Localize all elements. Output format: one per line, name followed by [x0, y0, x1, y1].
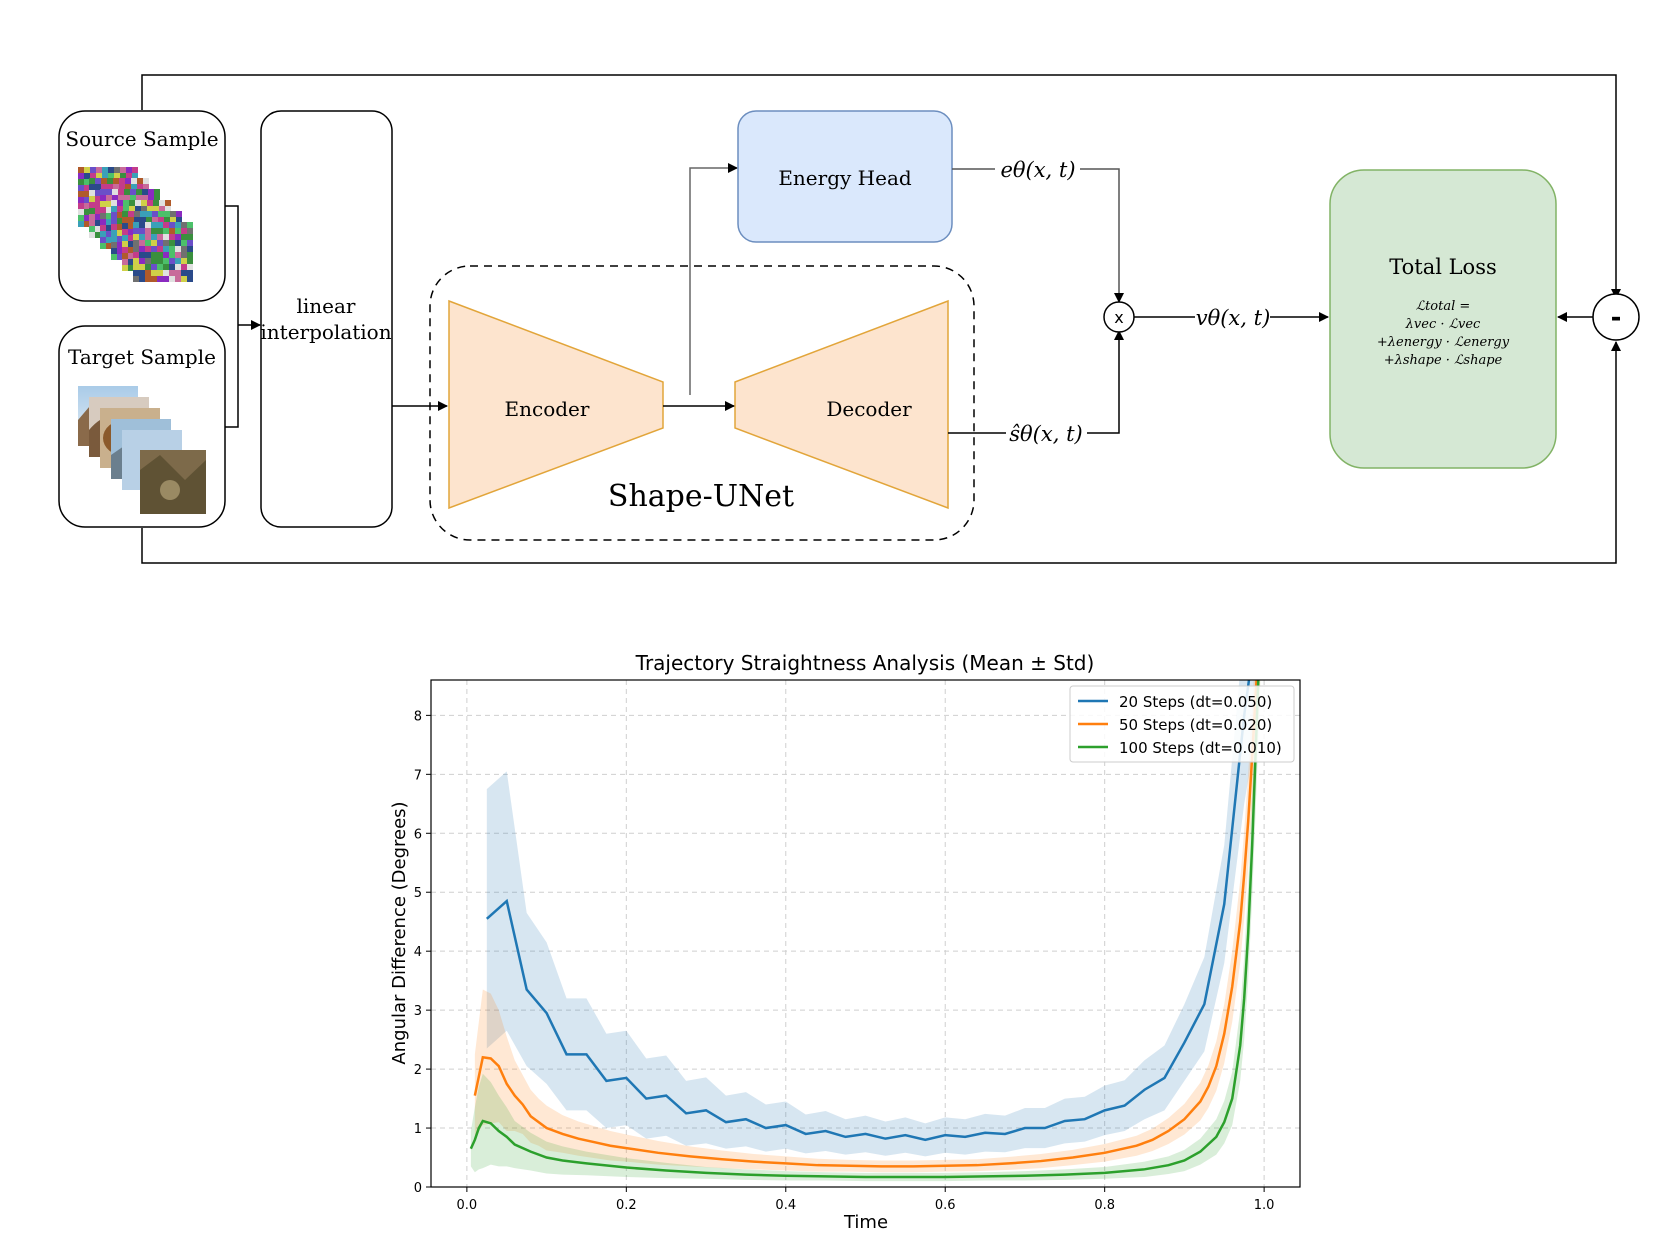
noise-image-stack	[78, 167, 193, 282]
loss-eq-line2: λvec · ℒvec	[1405, 317, 1481, 332]
x-tick-label: 0.0	[457, 1198, 478, 1213]
std-band-50	[474, 680, 1261, 1173]
velocity-label: vθ(x, t)	[1196, 306, 1271, 330]
std-bands	[470, 680, 1261, 1182]
encoder-label: Encoder	[505, 397, 590, 421]
feedback-loop-lines	[141, 74, 1621, 564]
mean-line-100	[469, 680, 1260, 1179]
mean-line-50	[473, 680, 1258, 1168]
legend-box	[1069, 685, 1295, 763]
y-axis-label: Angular Difference (Degrees)	[389, 801, 410, 1064]
shape-unet-frame	[429, 265, 975, 541]
y-tick-label: 1	[414, 1122, 422, 1137]
photo-image-stack	[78, 386, 206, 514]
decoder-label: Decoder	[826, 397, 912, 421]
y-tick-label: 8	[414, 709, 422, 724]
encoder-block	[448, 299, 664, 510]
multiply-symbol: x	[1114, 308, 1123, 327]
decoder-block	[734, 299, 949, 510]
minus-symbol: -	[1611, 303, 1622, 333]
x-axis-label: Time	[843, 1212, 888, 1233]
x-tick-label: 1.0	[1254, 1198, 1275, 1213]
mean-line-20	[485, 680, 1251, 1142]
energy-head-box	[737, 110, 953, 243]
architecture-diagram: Source Sample Target Sample linear inter…	[58, 74, 1640, 564]
shape-output-lines	[948, 330, 1124, 434]
y-tick-label: 6	[414, 827, 422, 842]
plot-frame	[430, 679, 1301, 1188]
energy-output-lines	[952, 168, 1124, 303]
loss-eq-line1: ℒtotal =	[1416, 299, 1471, 314]
y-tick-label: 4	[414, 945, 422, 960]
target-sample-label: Target Sample	[68, 345, 216, 369]
legend-label-20: 20 Steps (dt=0.050)	[1119, 693, 1272, 711]
shape-unet-label: Shape-UNet	[608, 479, 794, 514]
x-tick-label: 0.2	[616, 1198, 637, 1213]
minus-node	[1592, 293, 1640, 341]
legend-label-50: 50 Steps (dt=0.020)	[1119, 716, 1272, 734]
y-tick-label: 5	[414, 886, 422, 901]
x-tick-label: 0.4	[775, 1198, 796, 1213]
total-loss-title: Total Loss	[1389, 255, 1497, 279]
encoder-decoder-arrows	[663, 163, 738, 411]
interp-line2: interpolation	[260, 320, 391, 344]
y-tick-label: 0	[414, 1181, 422, 1196]
chart-title: Trajectory Straightness Analysis (Mean ±…	[635, 651, 1095, 675]
x-tick-label: 0.8	[1094, 1198, 1115, 1213]
y-tick-label: 7	[414, 768, 422, 783]
samples-merge-connector	[225, 205, 261, 428]
loss-eq-line4: +λshape · ℒshape	[1384, 353, 1503, 368]
x-tick-label: 0.6	[935, 1198, 956, 1213]
source-sample-label: Source Sample	[65, 127, 218, 151]
mean-lines	[469, 680, 1260, 1179]
shape-output-label: ŝθ(x, t)	[1009, 422, 1082, 446]
linear-interpolation-box	[260, 110, 393, 528]
legend-label-100: 100 Steps (dt=0.010)	[1119, 739, 1282, 757]
interp-line1: linear	[297, 294, 356, 318]
energy-head-label: Energy Head	[778, 166, 912, 190]
y-tick-label: 3	[414, 1004, 422, 1019]
y-tick-label: 2	[414, 1063, 422, 1078]
axis-ticks: 0.0 0.2 0.4 0.6 0.8 1.0 0 1 2 3 4 5 6 7 8	[414, 709, 1275, 1213]
energy-output-label: eθ(x, t)	[1000, 158, 1075, 182]
loss-eq-line3: +λenergy · ℒenergy	[1377, 335, 1510, 350]
trajectory-chart: Trajectory Straightness Analysis (Mean ±…	[389, 651, 1301, 1233]
chart-legend: 20 Steps (dt=0.050) 50 Steps (dt=0.020) …	[1069, 685, 1295, 763]
total-loss-box	[1329, 169, 1557, 469]
